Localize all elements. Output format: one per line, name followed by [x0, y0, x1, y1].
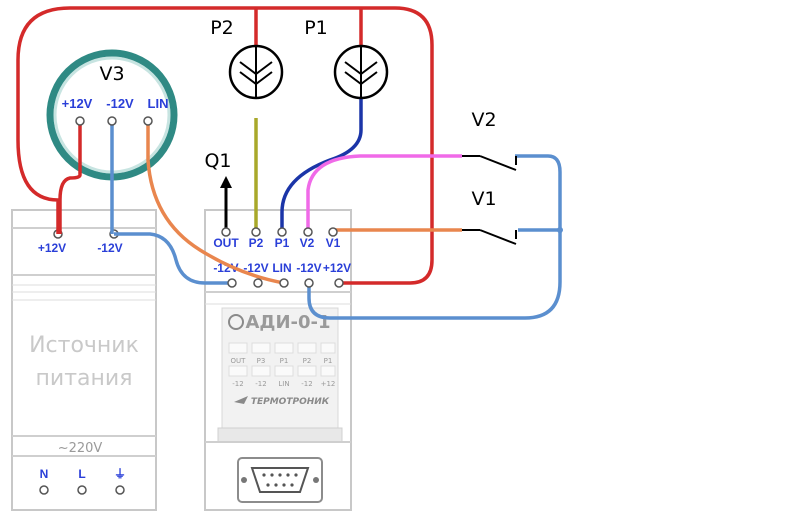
adi-terminals	[221, 227, 344, 288]
psu-title-line2: питания	[36, 366, 133, 391]
db9-connector-icon	[237, 457, 323, 503]
psu-term-l-label: L	[78, 467, 85, 481]
power-supply-module: Источник питания ~220V +12V -12V N L ⏚	[11, 209, 157, 511]
v3-minus12-terminal	[107, 116, 117, 126]
adi-pin-m12a-label: -12V	[213, 261, 238, 275]
wire-red-v3	[58, 121, 82, 234]
adi-pin-p12-label: +12V	[323, 261, 351, 275]
adi-face-bottom-0: -12	[232, 380, 243, 388]
p2-sensor: P2	[210, 17, 284, 100]
adi-face-top-1: P3	[257, 357, 266, 365]
adi-pin-v1-label: V1	[326, 236, 341, 250]
psu-l-terminal	[77, 485, 87, 495]
psu-term-ground-label: ⏚	[114, 467, 126, 481]
wire-red-loop	[16, 6, 434, 285]
adi-face-top-3: P2	[303, 357, 312, 365]
adi-pin-m12b-label: -12V	[243, 261, 268, 275]
adi-brand-icon	[234, 396, 248, 404]
adi-face-top-2: P1	[280, 357, 289, 365]
psu-n-terminal	[39, 485, 49, 495]
v1-name-label: V1	[471, 188, 496, 210]
adi-face-top-4: P1	[324, 357, 333, 365]
adi-module: АДИ-0-1 OUT P3 P1 P2 P1 -12 -12 LIN -12 …	[204, 209, 352, 511]
adi-face-bottom-3: -12	[301, 380, 312, 388]
adi-pin-out-label: OUT	[213, 236, 239, 250]
psu-ac-label: ~220V	[58, 441, 103, 456]
adi-face-panel: OUT P3 P1 P2 P1 -12 -12 LIN -12 +12	[228, 342, 336, 388]
adi-pin-lin-label: LIN	[272, 261, 291, 275]
v1-switch: V1	[462, 188, 517, 245]
q1-label: Q1	[204, 150, 231, 172]
wire-blue-switches	[307, 154, 562, 320]
v3-pin-plus12-label: +12V	[62, 96, 93, 111]
adi-face-bottom-2: LIN	[278, 380, 289, 388]
wire-pink-v2	[306, 154, 462, 232]
psu-out-minus-label: -12V	[97, 241, 122, 255]
p2-name-label: P2	[210, 17, 234, 39]
v3-plus12-terminal	[75, 116, 85, 126]
wire-lightblue-psu	[114, 232, 232, 285]
adi-pin-m12c-label: -12V	[296, 261, 321, 275]
p1-sensor: P1	[304, 17, 389, 100]
adi-face-bottom-4: +12	[321, 380, 336, 388]
adi-brand-label: ТЕРМОТРОНИК	[251, 397, 330, 407]
wire-orange-lin	[146, 122, 285, 285]
v3-name-label: V3	[99, 63, 124, 85]
adi-face-bottom-1: -12	[255, 380, 266, 388]
adi-logo-icon	[228, 314, 244, 330]
v2-name-label: V2	[471, 109, 496, 131]
psu-out-plus-label: +12V	[38, 241, 66, 255]
psu-ground-terminal	[115, 485, 125, 495]
psu-title-line1: Источник	[29, 333, 139, 358]
v3-pin-minus12-label: -12V	[106, 96, 134, 111]
v3-pin-lin-label: LIN	[148, 96, 169, 111]
adi-model-label: АДИ-0-1	[245, 312, 330, 333]
adi-pin-p1-label: P1	[275, 236, 290, 250]
psu-term-n-label: N	[40, 467, 49, 481]
adi-face-top-0: OUT	[231, 357, 247, 365]
p1-name-label: P1	[304, 17, 328, 39]
v3-lin-terminal	[143, 116, 153, 126]
v2-switch: V2	[462, 109, 517, 171]
adi-pin-p2-label: P2	[249, 236, 264, 250]
adi-pin-v2-label: V2	[300, 236, 315, 250]
